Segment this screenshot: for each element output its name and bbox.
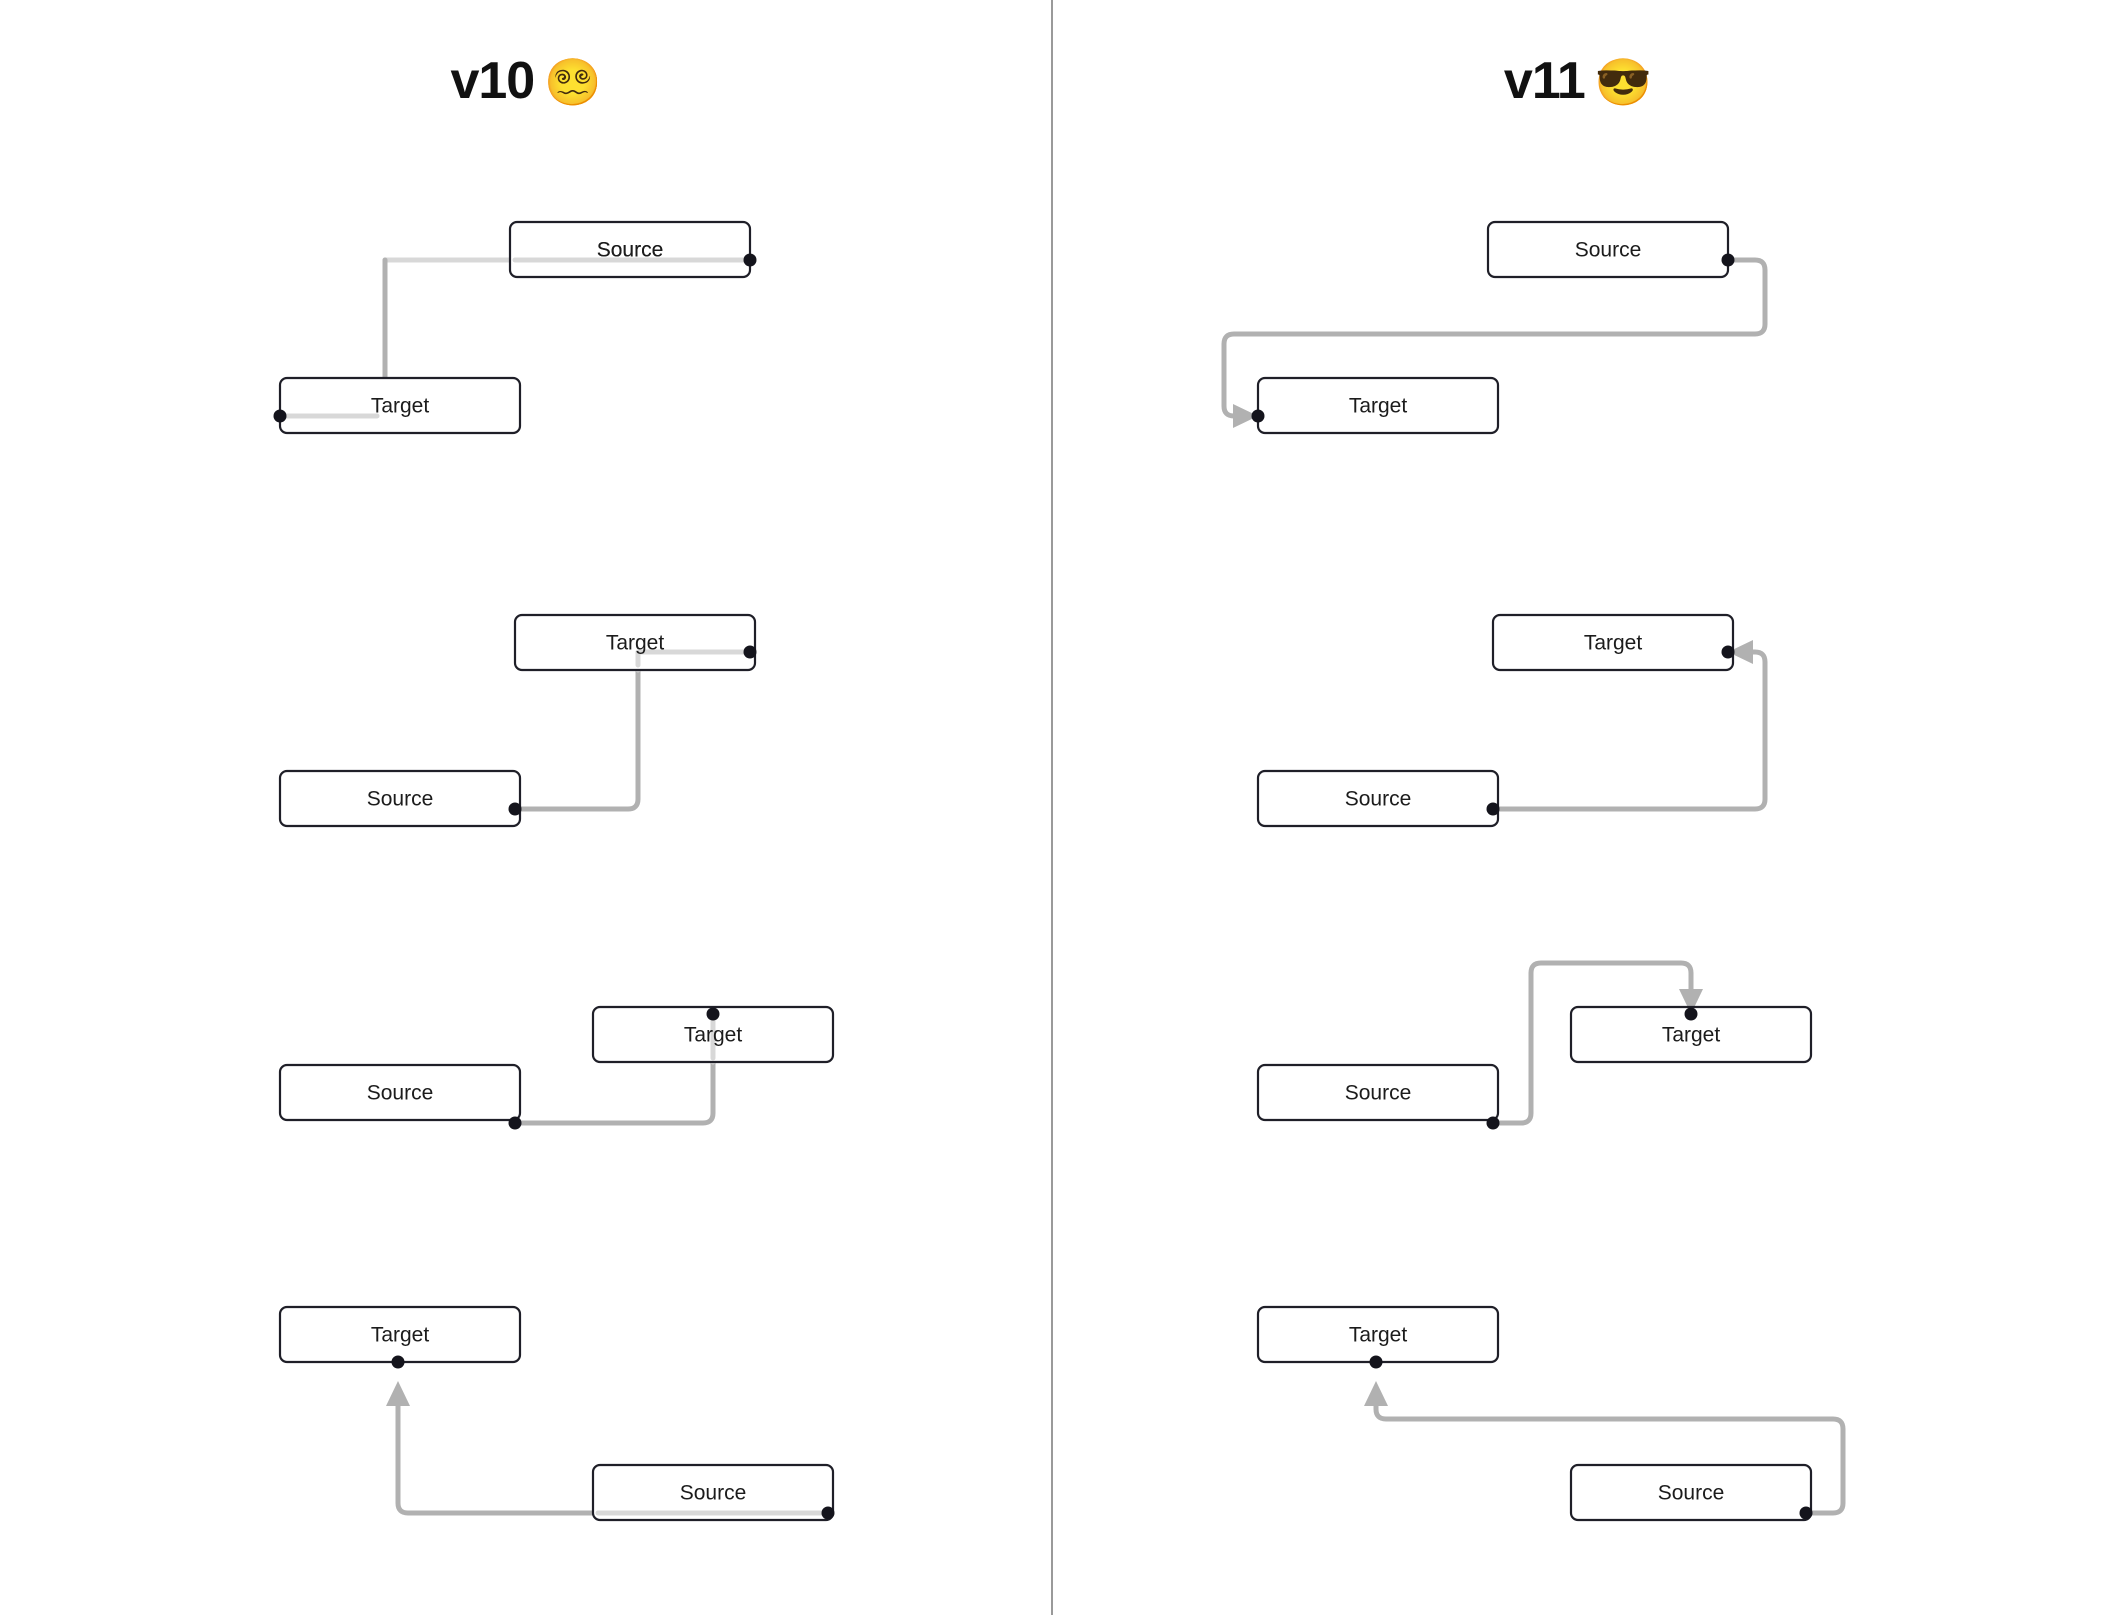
arrow-head-into-target: [1728, 640, 1753, 664]
panel-title-v10: v10😵‍💫: [0, 55, 1051, 107]
node-label-target: Target: [684, 1024, 743, 1047]
edge-routed-path: [1490, 649, 1768, 812]
handle-dot-source-right[interactable]: [1486, 802, 1500, 816]
node-target[interactable]: Target: [278, 1305, 522, 1364]
node-label-target: Target: [1662, 1024, 1721, 1047]
handle-dot-target-top[interactable]: [706, 1007, 720, 1021]
node-label-source: Source: [680, 1482, 747, 1505]
edge-segment-main: [395, 1397, 596, 1516]
node-source[interactable]: Source: [1256, 769, 1500, 828]
node-target[interactable]: Target: [1256, 376, 1500, 435]
node-label-source: Source: [1345, 1082, 1412, 1105]
node-source[interactable]: Source: [1569, 1463, 1813, 1522]
diagram-v10-case-2: Target Source: [278, 613, 757, 828]
handle-dot-source-right[interactable]: [508, 802, 522, 816]
node-target[interactable]: Target: [1569, 1005, 1813, 1064]
node-source[interactable]: Source: [1256, 1063, 1500, 1122]
handle-dot-target-bottom[interactable]: [391, 1355, 405, 1369]
node-rect-target[interactable]: [1256, 376, 1500, 435]
node-source[interactable]: Source: [278, 1063, 522, 1122]
node-rect-source[interactable]: [278, 769, 522, 828]
edge-routed-path: [1490, 960, 1694, 1126]
edge-routed-path: [1373, 1397, 1846, 1516]
node-label-source: Source: [1658, 1482, 1725, 1505]
diagram-v11-case-3: Target Source: [1256, 960, 1813, 1130]
node-label-source-top: Source: [597, 239, 664, 262]
handle-dot-target-left[interactable]: [273, 409, 287, 423]
handle-dot-source-right[interactable]: [743, 253, 757, 267]
node-label-source: Source: [367, 788, 434, 811]
node-rect-source[interactable]: [508, 220, 752, 279]
arrow-head-into-target: [386, 1381, 410, 1406]
handle-dot-target-right[interactable]: [1721, 645, 1735, 659]
diagram-v10-case-3: Target Source: [278, 1005, 835, 1130]
node-source[interactable]: Source: [508, 220, 752, 279]
node-target[interactable]: [278, 376, 522, 435]
panel-title-text: v11: [1503, 52, 1586, 110]
arrow-head-into-target: [1679, 989, 1703, 1014]
panel-v11: v11😎 Source Target: [1051, 0, 2102, 1615]
arrow-head-into-target: [1364, 1381, 1388, 1406]
handle-dot-source-right[interactable]: [1721, 253, 1735, 267]
node-source[interactable]: [591, 1463, 835, 1522]
node-rect-source[interactable]: [591, 1463, 835, 1522]
node-rect-target[interactable]: [513, 613, 757, 672]
edge-segment-main: [512, 667, 641, 812]
handle-dot-target-left[interactable]: [1251, 409, 1265, 423]
node-target[interactable]: Target: [1491, 613, 1735, 672]
node-label-target: Target: [371, 1324, 430, 1347]
node-rect-source[interactable]: [1569, 1463, 1813, 1522]
node-label-source: Source: [597, 239, 664, 262]
node-rect-source[interactable]: [278, 1063, 522, 1122]
node-target[interactable]: Target: [1256, 1305, 1500, 1364]
node-rect-target[interactable]: [278, 376, 522, 435]
edge-routed-path: [1221, 257, 1768, 419]
node-target[interactable]: [513, 613, 757, 672]
diagram-v10-case-4: Target Source: [278, 1305, 835, 1522]
node-label-target: Target: [1349, 395, 1408, 418]
diagram-v10-case-1: Source Source Target: [273, 220, 757, 435]
node-label-target: Target: [1349, 1324, 1408, 1347]
diagram-v11-case-2: Target Source: [1256, 613, 1768, 828]
diagram-v11-case-4: Target Source: [1256, 1305, 1846, 1522]
node-label-source: Source: [1575, 239, 1642, 262]
handle-dot-target-bottom[interactable]: [1369, 1355, 1383, 1369]
node-rect-source[interactable]: [1256, 1063, 1500, 1122]
handle-dot-target-right[interactable]: [743, 645, 757, 659]
node-label-target: Target: [606, 632, 665, 655]
handle-dot-source-right[interactable]: [1799, 1506, 1813, 1520]
node-rect-source[interactable]: [1256, 769, 1500, 828]
panel-title-text: v10: [450, 52, 535, 110]
face-with-spiral-eyes-icon: 😵‍💫: [544, 56, 601, 108]
arrow-head-into-target: [1233, 404, 1258, 428]
node-label-source: Source: [1345, 788, 1412, 811]
diagram-canvas-v10: Source Source Target: [273, 220, 835, 1522]
node-source[interactable]: Source: [1486, 220, 1730, 279]
handle-dot-source-right[interactable]: [821, 1506, 835, 1520]
edge-segment-main: [512, 1059, 716, 1126]
panel-v10: v10😵‍💫 Source Source Target: [0, 55, 1051, 1522]
edge-overlay-in-target: [635, 649, 748, 668]
node-label-target: Target: [371, 395, 430, 418]
node-source[interactable]: Source: [278, 769, 522, 828]
smiling-face-with-sunglasses-icon: 😎: [1594, 56, 1652, 108]
node-label-source: Source: [367, 1082, 434, 1105]
handle-dot-source-right[interactable]: [508, 1116, 522, 1130]
handle-dot-target-top[interactable]: [1684, 1007, 1698, 1021]
panel-title-v11: v11😎: [1053, 55, 2102, 107]
handle-dot-source-right[interactable]: [1486, 1116, 1500, 1130]
node-rect-target[interactable]: [1491, 613, 1735, 672]
diagram-v11-case-1: Source Target: [1221, 220, 1768, 435]
node-label-target: Target: [1584, 632, 1643, 655]
node-rect-target[interactable]: [1569, 1005, 1813, 1064]
diagram-canvas-v11: Source Target Target: [1221, 220, 1846, 1522]
node-rect-source[interactable]: [1486, 220, 1730, 279]
